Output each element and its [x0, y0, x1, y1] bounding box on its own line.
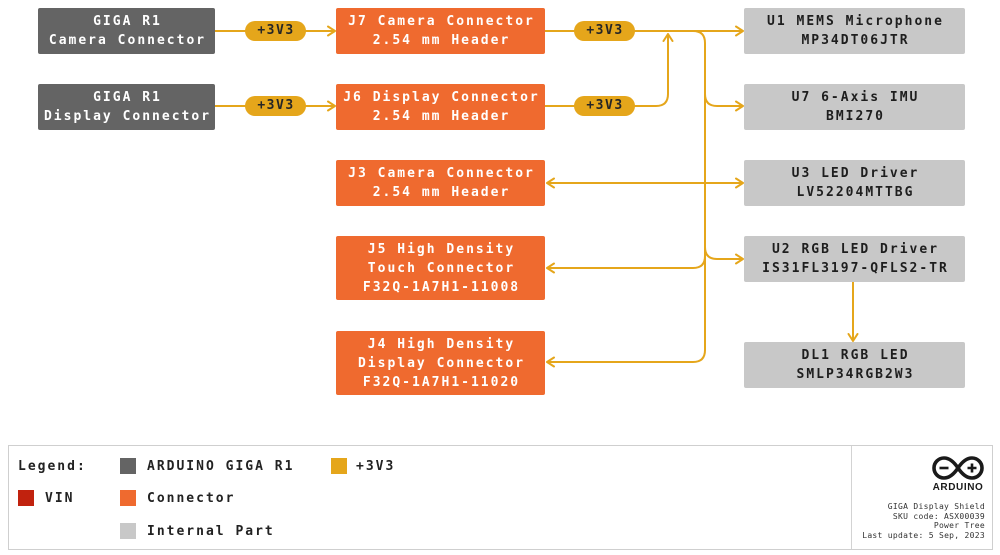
wire-bus-to-j5: [546, 255, 706, 274]
node-detail: Display Connector: [357, 355, 526, 371]
node-name: J5 High Density: [367, 241, 516, 257]
node-u7-imu: U7 6-Axis IMU BMI270: [744, 84, 965, 130]
node-giga-r1-camera-connector: GIGA R1 Camera Connector: [38, 8, 215, 54]
node-name: J6 Display Connector: [343, 90, 540, 105]
node-name: U2 RGB LED Driver: [771, 242, 940, 257]
title-block-info: GIGA Display Shield SKU code: ASX00039 P…: [862, 502, 985, 541]
legend-swatch-internal-part: [120, 523, 136, 539]
node-u3-led-driver: U3 LED Driver LV52204MTTBG: [744, 160, 965, 206]
node-detail: Touch Connector: [367, 260, 516, 276]
title-block-divider: [851, 446, 852, 549]
wire-bus-to-u7: [704, 93, 744, 112]
rail-badge-3v3: +3V3: [574, 96, 635, 116]
node-name: GIGA R1: [93, 14, 162, 29]
node-j4-display-connector: J4 High Density Display Connector F32Q-1…: [336, 331, 545, 395]
node-detail: Display Connector: [43, 109, 212, 124]
legend-label-internal-part: Internal Part: [147, 523, 275, 539]
node-j7-camera-connector: J7 Camera Connector 2.54 mm Header: [336, 8, 545, 54]
legend-label-vin: VIN: [45, 490, 75, 506]
node-j6-display-connector: J6 Display Connector 2.54 mm Header: [336, 84, 545, 130]
legend-swatch-arduino-giga-r1: [120, 458, 136, 474]
node-j5-touch-connector: J5 High Density Touch Connector F32Q-1A7…: [336, 236, 545, 300]
legend-swatch-3v3: [331, 458, 347, 474]
node-u2-rgb-led-driver: U2 RGB LED Driver IS31FL3197-QFLS2-TR: [744, 236, 965, 282]
node-name: U7 6-Axis IMU: [791, 90, 920, 105]
node-name: J3 Camera Connector: [348, 166, 535, 181]
legend-label-arduino-giga-r1: ARDUINO GIGA R1: [147, 458, 295, 474]
node-name: J4 High Density: [367, 336, 516, 352]
legend-label-connector: Connector: [147, 490, 236, 506]
node-detail: Camera Connector: [48, 33, 207, 48]
sku-code: SKU code: ASX00039: [892, 511, 985, 521]
wire-bus-to-u2: [704, 246, 744, 265]
legend-swatch-vin: [18, 490, 34, 506]
legend-title: Legend:: [18, 458, 87, 474]
node-part-number: SMLP34RGB2W3: [796, 367, 915, 382]
legend-label-3v3: +3V3: [356, 458, 396, 474]
rail-badge-3v3: +3V3: [245, 21, 306, 41]
wire-j6-to-rail: [545, 33, 674, 107]
node-part-number: IS31FL3197-QFLS2-TR: [762, 261, 949, 276]
product-name: GIGA Display Shield: [887, 502, 985, 511]
node-part-number: LV52204MTTBG: [796, 185, 915, 200]
logo-wordmark: ARDUINO: [932, 482, 984, 493]
node-detail: 2.54 mm Header: [372, 185, 511, 200]
node-part-number: BMI270: [826, 109, 885, 124]
node-u1-mems-microphone: U1 MEMS Microphone MP34DT06JTR: [744, 8, 965, 54]
node-name: U3 LED Driver: [791, 166, 920, 181]
node-dl1-rgb-led: DL1 RGB LED SMLP34RGB2W3: [744, 342, 965, 388]
node-name: J7 Camera Connector: [348, 14, 535, 29]
arduino-logo-icon: [932, 456, 984, 480]
node-detail: 2.54 mm Header: [372, 33, 511, 48]
legend-box: Legend: ARDUINO GIGA R1 +3V3 VIN Connect…: [8, 445, 993, 550]
node-giga-r1-display-connector: GIGA R1 Display Connector: [38, 84, 215, 130]
legend-swatch-connector: [120, 490, 136, 506]
sheet-name: Power Tree: [933, 521, 985, 531]
node-part-number: MP34DT06JTR: [801, 33, 910, 48]
node-detail: 2.54 mm Header: [372, 109, 511, 124]
node-name: U1 MEMS Microphone: [767, 14, 944, 29]
node-j3-camera-connector: J3 Camera Connector 2.54 mm Header: [336, 160, 545, 206]
node-name: GIGA R1: [93, 90, 162, 105]
wire-rail-bus-to-j4: [546, 30, 706, 368]
rail-badge-3v3: +3V3: [574, 21, 635, 41]
last-update: Last update: 5 Sep, 2023: [862, 531, 985, 541]
node-part-number: F32Q-1A7H1-11020: [362, 374, 521, 390]
node-name: DL1 RGB LED: [801, 348, 910, 363]
node-part-number: F32Q-1A7H1-11008: [362, 279, 521, 295]
rail-badge-3v3: +3V3: [245, 96, 306, 116]
